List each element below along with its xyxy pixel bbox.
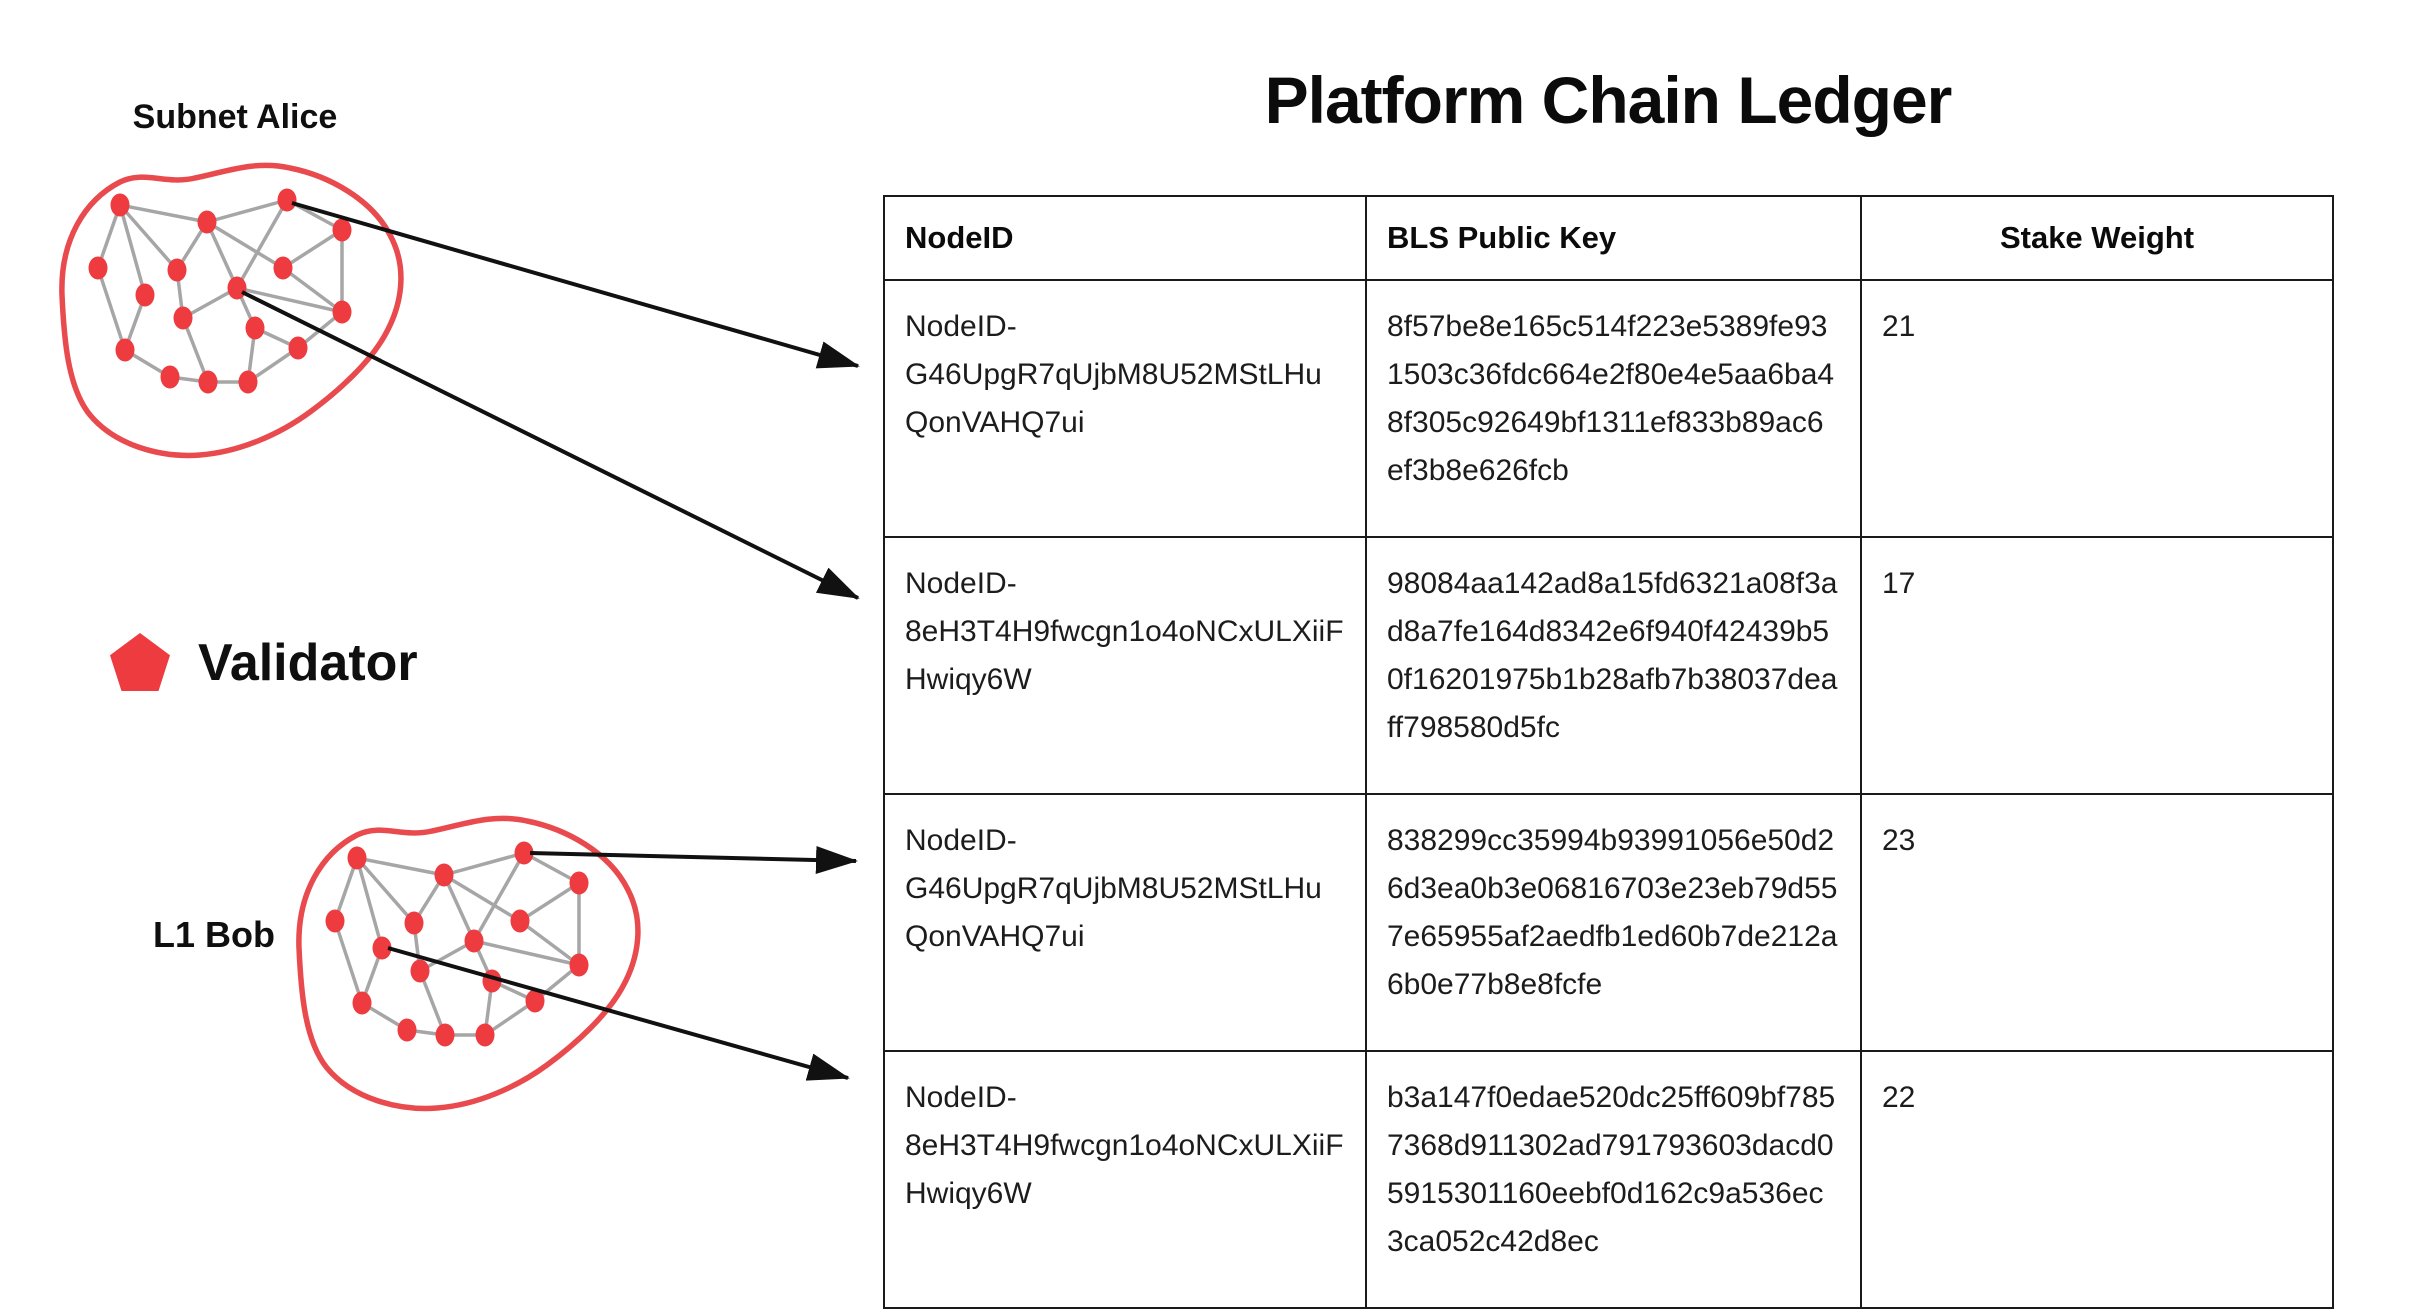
validator-node bbox=[434, 863, 454, 887]
nodeid-cell: NodeID-G46UpgR7qUjbM8U52MStLHuQonVAHQ7ui bbox=[883, 279, 1367, 538]
validator-node bbox=[404, 911, 424, 935]
subnet-alice-validator-graph bbox=[88, 188, 352, 394]
validator-node bbox=[160, 365, 180, 389]
validator-node bbox=[475, 1023, 495, 1047]
validator-node bbox=[525, 989, 545, 1013]
l1-bob-validator-graph bbox=[325, 841, 589, 1047]
validator-node bbox=[435, 1023, 455, 1047]
subnet-alice-network bbox=[59, 162, 404, 459]
validator-pentagon-icon bbox=[110, 633, 170, 691]
arrow-alice-to-row2 bbox=[241, 290, 860, 600]
validator-node bbox=[288, 336, 308, 360]
validator-node bbox=[88, 256, 108, 280]
subnet-alice-boundary bbox=[59, 162, 404, 459]
validator-node bbox=[135, 283, 155, 307]
validator-node bbox=[173, 306, 193, 330]
column-header-nodeid: NodeID bbox=[883, 195, 1367, 281]
validator-node bbox=[397, 1018, 417, 1042]
l1-bob-label: L1 Bob bbox=[153, 914, 275, 955]
page-title: Platform Chain Ledger bbox=[1264, 63, 1953, 137]
validator-node bbox=[332, 300, 352, 324]
validator-node bbox=[198, 370, 218, 394]
table-header-row: NodeID BLS Public Key Stake Weight bbox=[883, 195, 2334, 281]
validator-node bbox=[273, 256, 293, 280]
l1-bob-network bbox=[296, 815, 641, 1112]
bls-key-cell: 8f57be8e165c514f223e5389fe931503c36fdc66… bbox=[1365, 279, 1862, 538]
table-row: NodeID-8eH3T4H9fwcgn1o4oNCxULXiiFHwiqy6W… bbox=[883, 1050, 2334, 1309]
arrow-bob-to-row4 bbox=[387, 946, 850, 1081]
peer-connection-edges bbox=[333, 851, 581, 1037]
validator-node bbox=[227, 276, 247, 300]
nodeid-cell: NodeID-8eH3T4H9fwcgn1o4oNCxULXiiFHwiqy6W bbox=[883, 1050, 1367, 1309]
validator-node bbox=[464, 929, 484, 953]
validator-node bbox=[238, 370, 258, 394]
stake-weight-cell: 23 bbox=[1860, 793, 2334, 1052]
arrow-bob-to-row3 bbox=[529, 846, 858, 875]
validator-node bbox=[514, 841, 534, 865]
validator-node bbox=[482, 969, 502, 993]
peer-connection-edges bbox=[96, 198, 344, 384]
validator-node bbox=[197, 210, 217, 234]
nodeid-cell: NodeID-G46UpgR7qUjbM8U52MStLHuQonVAHQ7ui bbox=[883, 793, 1367, 1052]
validator-node bbox=[569, 953, 589, 977]
arrow-alice-to-row1 bbox=[291, 201, 860, 369]
platform-chain-ledger-table: NodeID BLS Public Key Stake Weight NodeI… bbox=[883, 195, 2334, 1309]
table-row: NodeID-G46UpgR7qUjbM8U52MStLHuQonVAHQ7ui… bbox=[883, 279, 2334, 538]
table-row: NodeID-G46UpgR7qUjbM8U52MStLHuQonVAHQ7ui… bbox=[883, 793, 2334, 1052]
stake-weight-cell: 21 bbox=[1860, 279, 2334, 538]
column-header-bls-public-key: BLS Public Key bbox=[1365, 195, 1862, 281]
validator-legend: Validator bbox=[108, 632, 418, 694]
nodeid-cell: NodeID-8eH3T4H9fwcgn1o4oNCxULXiiFHwiqy6W bbox=[883, 536, 1367, 795]
validator-node bbox=[325, 909, 345, 933]
bls-key-cell: 838299cc35994b93991056e50d26d3ea0b3e0681… bbox=[1365, 793, 1862, 1052]
validator-node bbox=[332, 218, 352, 242]
validator-node bbox=[115, 338, 135, 362]
validator-node bbox=[410, 959, 430, 983]
validator-node bbox=[352, 991, 372, 1015]
l1-bob-boundary bbox=[296, 815, 641, 1112]
validator-node bbox=[569, 871, 589, 895]
validator-node bbox=[372, 936, 392, 960]
validator-node bbox=[110, 193, 130, 217]
validator-node bbox=[277, 188, 297, 212]
validator-node bbox=[245, 316, 265, 340]
validator-legend-label: Validator bbox=[198, 634, 418, 692]
stake-weight-cell: 17 bbox=[1860, 536, 2334, 795]
table-row: NodeID-8eH3T4H9fwcgn1o4oNCxULXiiFHwiqy6W… bbox=[883, 536, 2334, 795]
validator-node bbox=[167, 258, 187, 282]
validator-node bbox=[510, 909, 530, 933]
subnet-alice-label: Subnet Alice bbox=[132, 98, 338, 136]
column-header-stake-weight: Stake Weight bbox=[1860, 195, 2334, 281]
validator-node bbox=[347, 846, 367, 870]
stake-weight-cell: 22 bbox=[1860, 1050, 2334, 1309]
bls-key-cell: b3a147f0edae520dc25ff609bf7857368d911302… bbox=[1365, 1050, 1862, 1309]
bls-key-cell: 98084aa142ad8a15fd6321a08f3ad8a7fe164d83… bbox=[1365, 536, 1862, 795]
